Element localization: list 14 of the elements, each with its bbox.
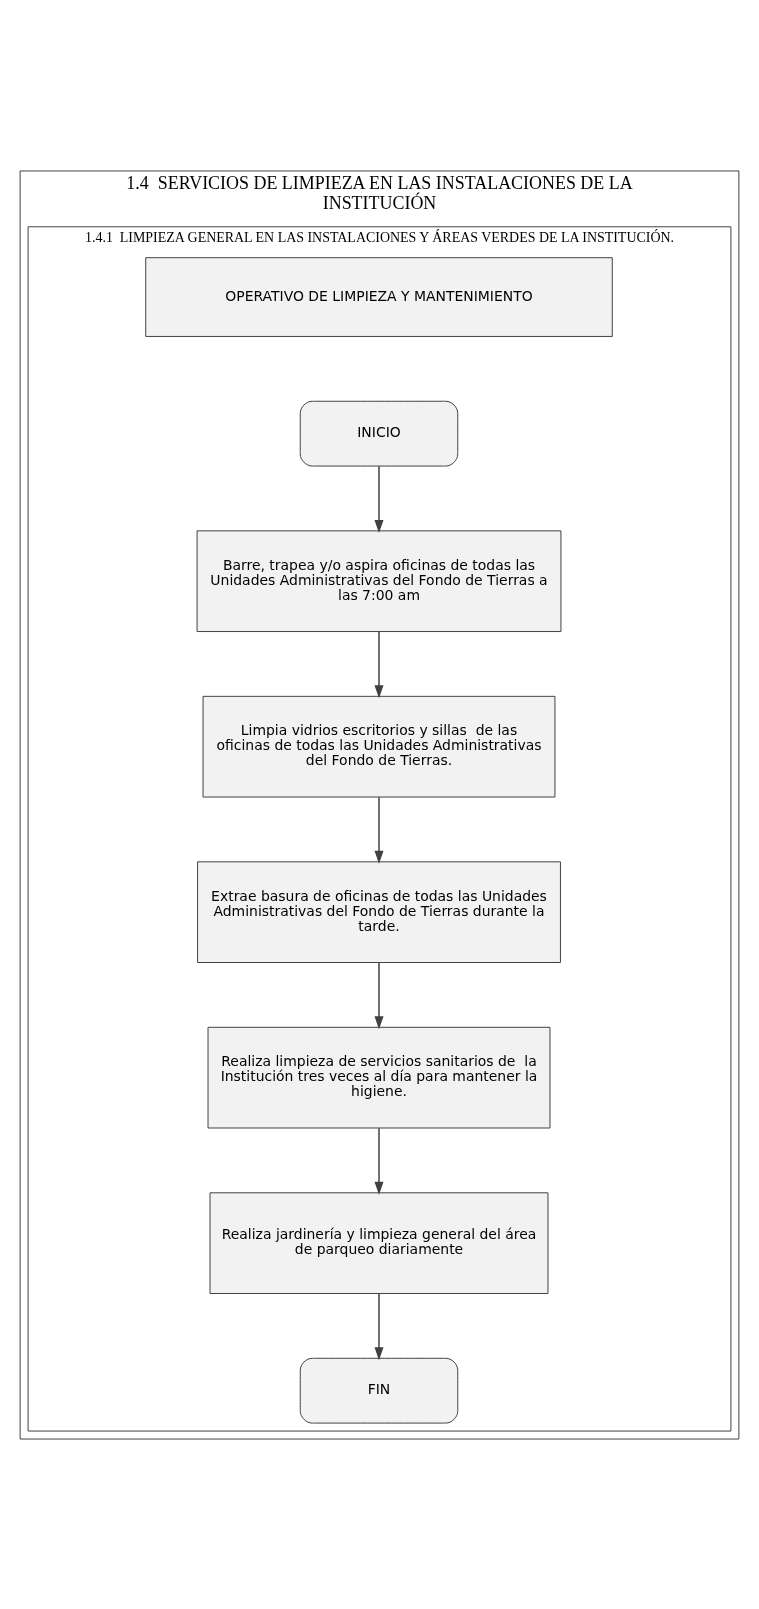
node-box: Limpia vidrios escritorios y sillas de las oficinas de todas las Unidades Administrativas del Fondo de Tierras.	[202, 695, 556, 797]
node-box: OPERATIVO DE LIMPIEZA Y MANTENIMIENTO	[145, 256, 613, 337]
arrow	[374, 795, 384, 864]
arrow	[374, 1126, 384, 1195]
node-box: Realiza limpieza de servicios sanitarios de la Institución tres veces al día para mantener la higiene.	[207, 1026, 551, 1128]
node-box: Realiza jardinería y limpieza general del área de parqueo diariamente	[209, 1191, 549, 1294]
arrow	[374, 630, 384, 698]
node-box: FIN	[299, 1357, 459, 1424]
node-box: INICIO	[299, 400, 459, 467]
arrow	[374, 1292, 384, 1360]
node-box: Barre, trapea y/o aspira oficinas de todas las Unidades Administrativas del Fondo de Tierras a las 7:00 am	[196, 529, 562, 632]
arrow	[374, 961, 384, 1029]
node-box: Extrae basura de oficinas de todas las Unidades Administrativas del Fondo de Tierras durante la tarde.	[197, 860, 561, 963]
arrow	[374, 465, 384, 533]
